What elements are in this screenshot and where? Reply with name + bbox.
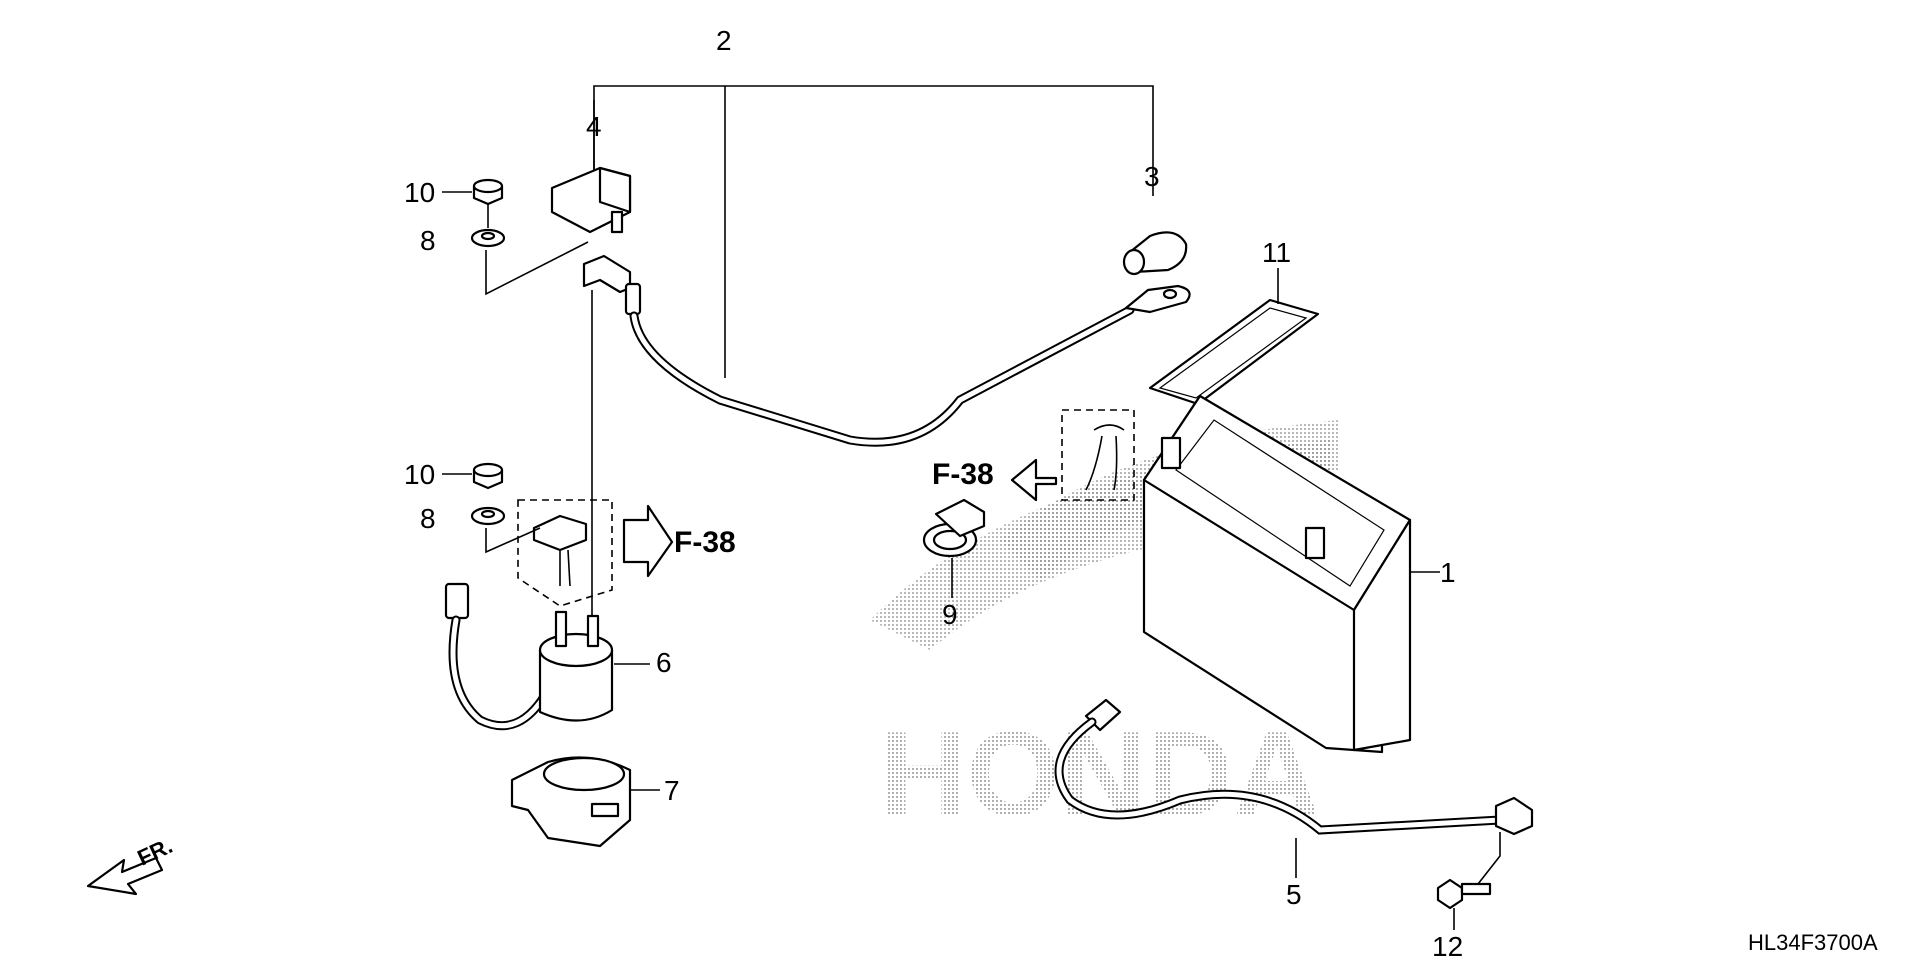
front-direction-marker: FR. [86,833,176,896]
cable-clamp-part[interactable] [922,498,986,558]
callout-6[interactable]: 6 [656,647,672,678]
callout-7[interactable]: 7 [664,775,680,806]
flange-bolt-part[interactable] [1436,878,1492,910]
reference-label-right[interactable]: F-38 [932,458,994,491]
washer-lower-part[interactable] [470,506,506,526]
nut-lower-part[interactable] [472,462,504,490]
washer-upper-part[interactable] [470,228,506,248]
battery-part[interactable] [1142,394,1440,754]
callout-5[interactable]: 5 [1286,879,1302,910]
reference-arrow-right [1010,458,1058,502]
callout-3[interactable]: 3 [1144,161,1160,192]
terminal-cover-part[interactable] [550,166,632,234]
reference-arrow-left [622,504,674,578]
callout-4[interactable]: 4 [586,111,602,142]
drawing-code: HL34F3700A [1748,930,1878,955]
negative-cable-part[interactable] [1054,698,1534,836]
battery-strap-part[interactable] [1148,298,1320,406]
relay-boot-part[interactable] [510,756,660,848]
callout-8-lower[interactable]: 8 [420,503,436,534]
nut-upper-part[interactable] [472,178,504,206]
callout-labels: 1 2 3 4 5 6 7 8 8 9 10 10 11 12 [404,25,1463,960]
callout-8-upper[interactable]: 8 [420,225,436,256]
leader-bolt-mount [1477,832,1501,885]
positive-cable-part[interactable] [582,254,1191,447]
callout-10-lower[interactable]: 10 [404,459,435,490]
callout-2[interactable]: 2 [716,25,732,56]
callout-9[interactable]: 9 [942,599,958,630]
leader-bolt-upper [485,241,589,296]
detail-box-right [1061,409,1135,501]
callout-1[interactable]: 1 [1440,557,1456,588]
leader-lines-cable-set [593,85,1154,378]
callout-11[interactable]: 11 [1262,237,1291,268]
leader-bolt-lower [485,527,541,554]
terminal-boot-part[interactable] [1122,231,1188,276]
callout-10-upper[interactable]: 10 [404,177,435,208]
callout-12[interactable]: 12 [1432,931,1463,960]
reference-label-left[interactable]: F-38 [674,526,736,559]
starter-relay-part[interactable] [444,582,650,731]
detail-box-left [517,499,613,607]
